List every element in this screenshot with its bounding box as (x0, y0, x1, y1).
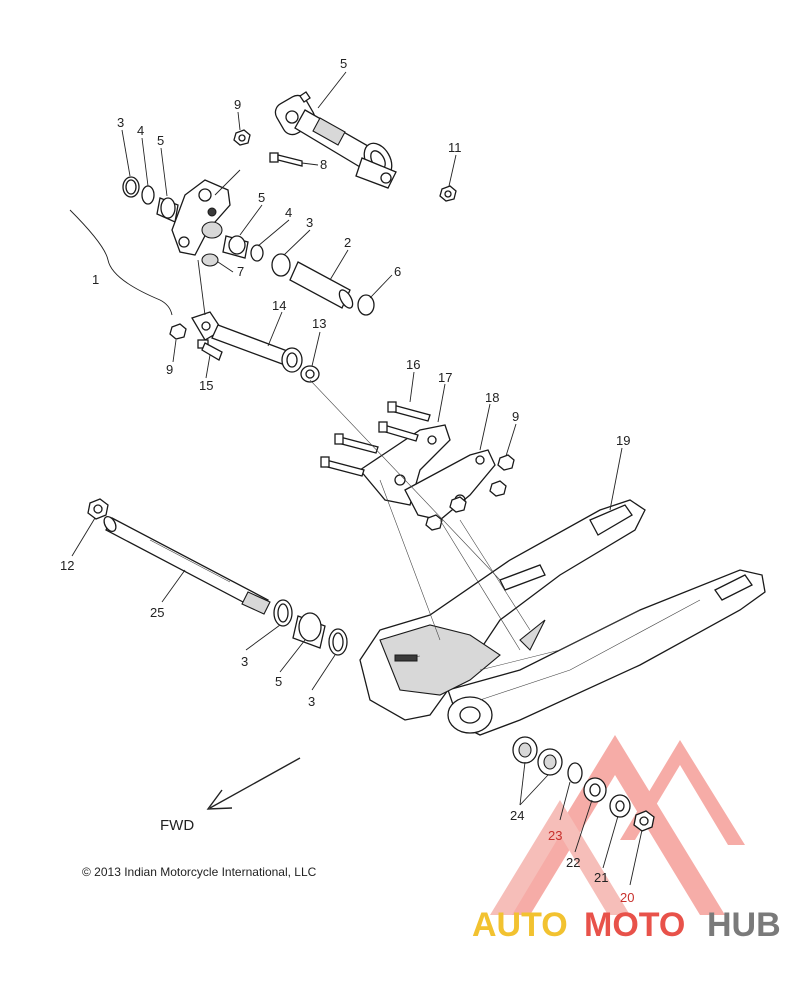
callout-12: 12 (60, 558, 74, 573)
leader-lines (71, 71, 643, 886)
callout-3d: 3 (308, 694, 315, 709)
callout-21: 21 (594, 870, 608, 885)
callout-5b: 5 (258, 190, 265, 205)
callout-17: 17 (438, 370, 452, 385)
circlip-6 (357, 294, 375, 316)
callout-23: 23 (548, 828, 562, 843)
brand-moto: MOTO (584, 906, 685, 944)
callout-14: 14 (272, 298, 286, 313)
brand-auto: AUTO (472, 906, 568, 944)
callout-6: 6 (394, 264, 401, 279)
bracket-nuts (425, 454, 515, 531)
nut-11 (439, 185, 457, 202)
callout-18: 18 (485, 390, 499, 405)
bolt-15 (197, 339, 223, 361)
callout-4b: 4 (285, 205, 292, 220)
bolt-8 (269, 152, 303, 167)
nut-12 (87, 498, 109, 520)
nut-9-top (233, 129, 251, 146)
nut-13 (300, 365, 320, 383)
brand-hub: HUB (707, 906, 781, 944)
callout-10: 5 (340, 56, 347, 71)
callout-19: 19 (616, 433, 630, 448)
spacer-stack (273, 599, 348, 656)
callout-5a: 5 (157, 133, 164, 148)
callout-7: 7 (237, 264, 244, 279)
pivot-pin-2 (289, 261, 354, 309)
callout-1: 1 (92, 272, 99, 287)
callout-8: 8 (320, 157, 327, 172)
watermark-brand: AUTO MOTO HUB (472, 906, 781, 944)
bracket-18 (404, 449, 496, 521)
forward-arrow: FWD (160, 757, 301, 834)
group-bracket-1 (69, 209, 173, 316)
bearing-stack (512, 736, 655, 832)
bolts-16 (320, 401, 431, 477)
callout-2: 2 (344, 235, 351, 250)
pivot-shaft-25 (103, 515, 271, 615)
callout-15: 15 (199, 378, 213, 393)
callout-13: 13 (312, 316, 326, 331)
rocker-link-assembly (122, 176, 291, 277)
fwd-label: FWD (160, 817, 194, 834)
callout-5c: 5 (275, 674, 282, 689)
callout-9b: 9 (166, 362, 173, 377)
callout-3b: 3 (306, 215, 313, 230)
callout-9c: 9 (512, 409, 519, 424)
callout-3c: 3 (241, 654, 248, 669)
callout-labels: 5 9 3 4 5 8 11 5 4 3 2 1 7 6 14 13 9 15 … (60, 56, 634, 905)
nut-9-left (169, 323, 187, 340)
callout-11: 11 (448, 140, 462, 155)
watermark-logo (490, 735, 745, 915)
callout-25: 25 (150, 605, 164, 620)
callout-20: 20 (620, 890, 634, 905)
callout-16: 16 (406, 357, 420, 372)
callout-9a: 9 (234, 97, 241, 112)
callout-3a: 3 (117, 115, 124, 130)
copyright-notice: © 2013 Indian Motorcycle International, … (82, 865, 317, 879)
tie-rod-14 (191, 311, 303, 373)
swingarm-19 (359, 499, 766, 736)
callout-22: 22 (566, 855, 580, 870)
callout-4a: 4 (137, 123, 144, 138)
callout-24: 24 (510, 808, 524, 823)
shock-absorber (274, 91, 397, 189)
